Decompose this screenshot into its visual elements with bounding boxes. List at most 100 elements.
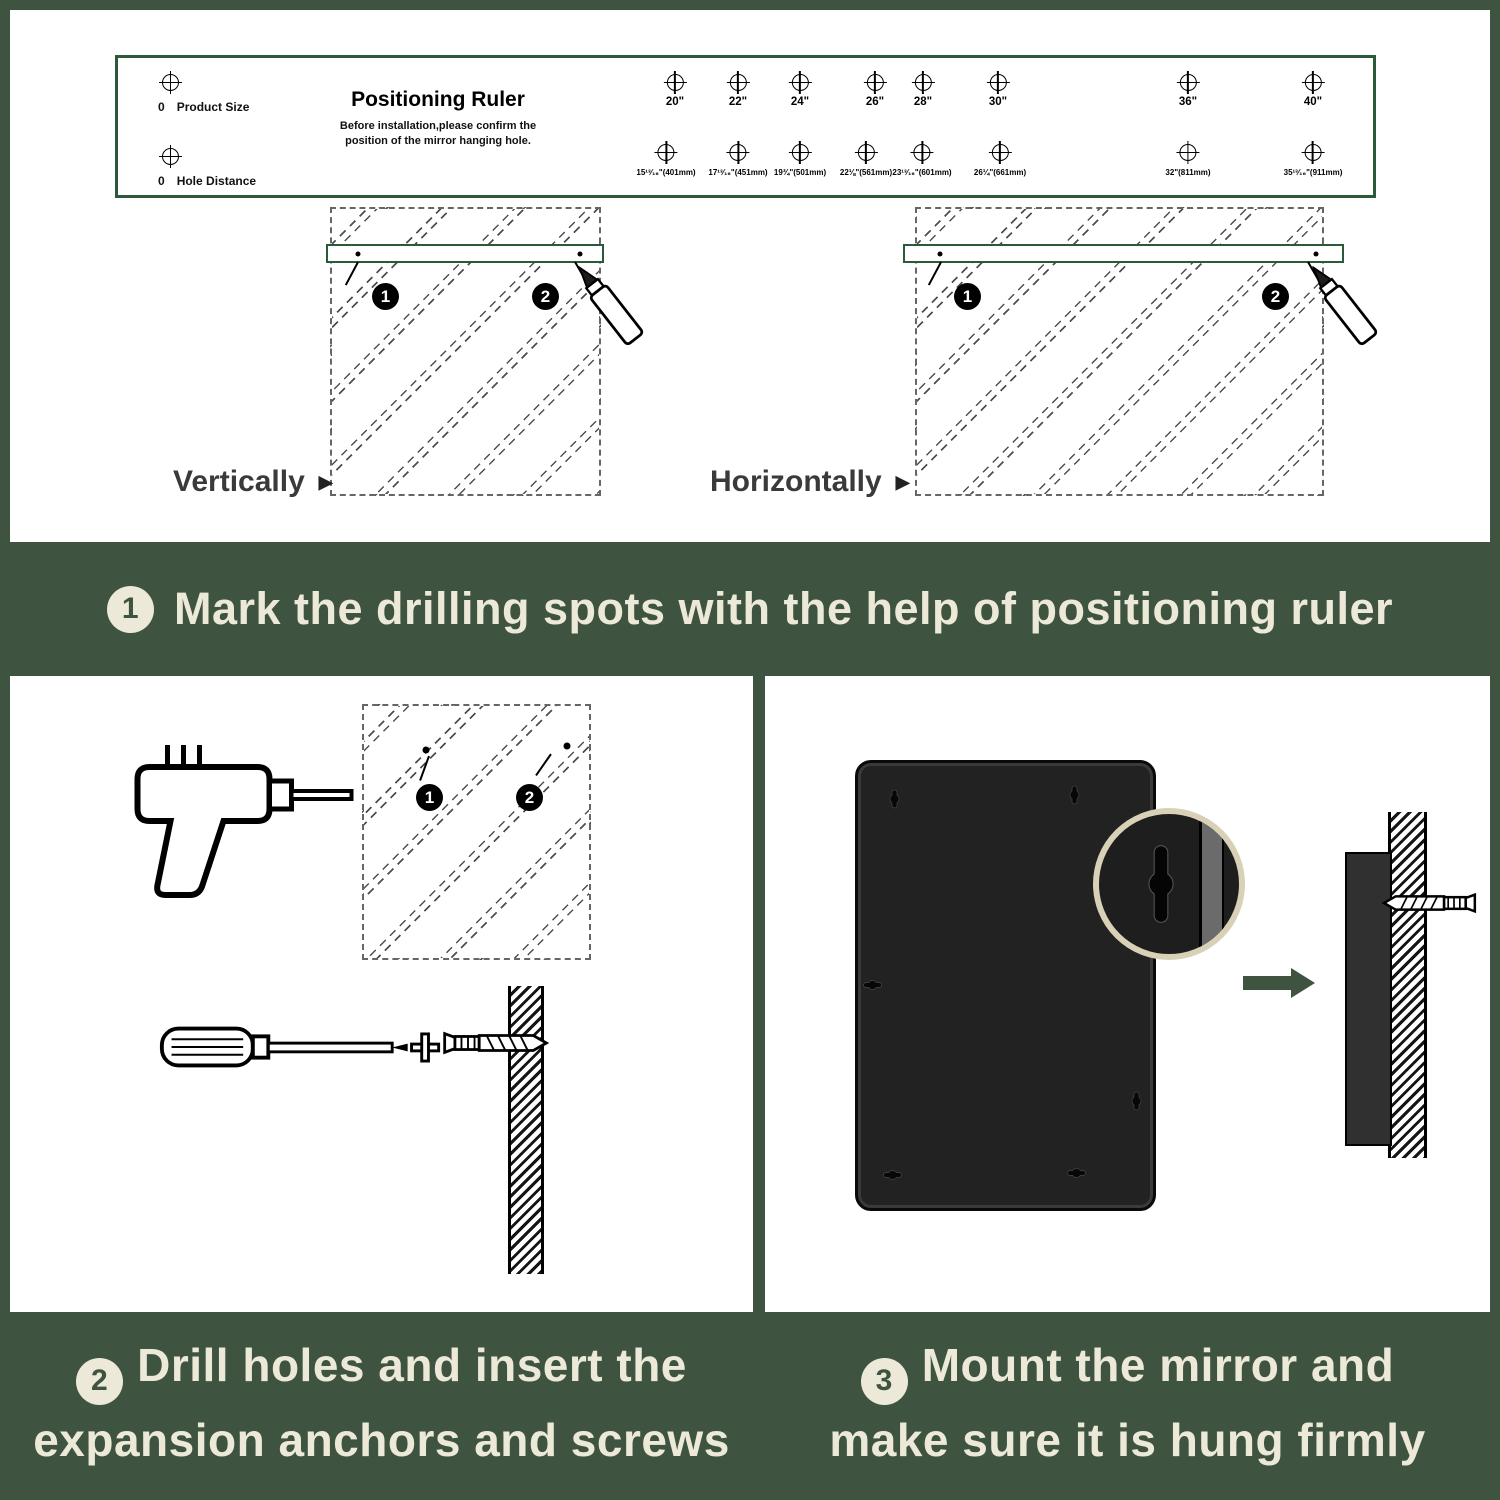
crosshair-icon xyxy=(986,71,1010,94)
keyhole-zoom-icon xyxy=(1143,842,1179,926)
screwdriver-icon xyxy=(158,1016,458,1078)
mount-arrow-icon xyxy=(1243,976,1291,990)
vertical-label-text: Vertically xyxy=(173,465,305,498)
crosshair-icon xyxy=(863,71,887,94)
size-label: 20" xyxy=(665,96,685,108)
zero-mark: 0 xyxy=(158,100,165,114)
size-label: 26" xyxy=(865,96,885,108)
step1-number-badge: 1 xyxy=(106,585,154,633)
distance-mark: 15¹³⁄₁₆"(401mm) xyxy=(636,141,696,177)
ruler-strip-vertical xyxy=(326,244,604,263)
anchor-screw-icon xyxy=(440,1022,552,1064)
crosshair-icon xyxy=(663,71,687,94)
marker-lead xyxy=(535,753,552,776)
drill-spot xyxy=(563,742,571,750)
step3-text-line1: Mount the mirror and xyxy=(921,1339,1395,1391)
crosshair-icon xyxy=(654,141,678,164)
mirror-side-view xyxy=(1345,852,1392,1146)
zero-mark: 0 xyxy=(158,174,165,188)
crosshair-icon xyxy=(911,71,935,94)
step2-number-badge: 2 xyxy=(76,1357,124,1405)
size-mark: 26" xyxy=(863,71,887,108)
distance-mark: 35¹³⁄₁₆"(911mm) xyxy=(1283,141,1343,177)
ruler-title-block: Positioning Ruler Before installation,pl… xyxy=(278,88,598,149)
distance-mark: 22⅛"(561mm) xyxy=(839,141,893,177)
crosshair-icon xyxy=(854,141,878,164)
size-mark: 30" xyxy=(986,71,1010,108)
step2-caption: 2 Drill holes and insert the expansion an… xyxy=(10,1330,753,1475)
size-mark: 40" xyxy=(1301,71,1325,108)
keyhole-icon xyxy=(1130,1091,1143,1111)
crosshair-icon xyxy=(1176,71,1200,94)
marker-2-badge: 2 xyxy=(1262,283,1289,310)
size-mark: 22" xyxy=(726,71,750,108)
size-label: 22" xyxy=(728,96,748,108)
hole-dot xyxy=(355,251,361,256)
mounting-screw-icon xyxy=(1379,884,1479,922)
size-label: 40" xyxy=(1303,96,1323,108)
wall-cross-section xyxy=(1388,812,1427,1158)
drill-spot xyxy=(422,746,430,754)
crosshair-icon xyxy=(726,141,750,164)
step2-line2: expansion anchors and screws xyxy=(33,1413,730,1466)
step2-line1: 2 Drill holes and insert the xyxy=(10,1330,753,1405)
drill-icon xyxy=(125,731,360,911)
crosshair-icon xyxy=(1176,141,1200,164)
size-mark: 28" xyxy=(911,71,935,108)
crosshair-icon xyxy=(1301,71,1325,94)
keyhole-icon xyxy=(888,789,901,809)
distance-mark: 23¹³⁄₁₆"(601mm) xyxy=(892,141,952,177)
size-label: 28" xyxy=(913,96,933,108)
ruler-note-line1: Before installation,please confirm the xyxy=(339,120,537,132)
keyhole-icon xyxy=(883,1169,903,1182)
crosshair-icon xyxy=(788,71,812,94)
step3-caption: 3 Mount the mirror and make sure it is hu… xyxy=(765,1330,1490,1475)
marker-lead xyxy=(419,755,430,781)
distance-label: 35¹³⁄₁₆"(911mm) xyxy=(1283,168,1343,177)
pointer-icon: ▶ xyxy=(318,471,333,492)
keyhole-icon xyxy=(1067,1167,1087,1180)
step2-text-line1: Drill holes and insert the xyxy=(137,1339,687,1391)
distance-label: 23¹³⁄₁₆"(601mm) xyxy=(892,168,952,177)
wall-cross-section xyxy=(508,986,544,1274)
product-size-label: 0 Product Size xyxy=(158,100,249,114)
marker-2-badge: 2 xyxy=(532,283,559,310)
marker-2-badge: 2 xyxy=(516,784,543,811)
step3-line2: make sure it is hung firmly xyxy=(829,1413,1426,1466)
positioning-panel: 0 Product Size 0 Hole Distance Positioni… xyxy=(10,10,1490,542)
hole-dot xyxy=(937,251,943,256)
distance-label: 32"(811mm) xyxy=(1165,168,1211,177)
wall-area-drill: 1 2 xyxy=(362,704,591,960)
crosshair-icon xyxy=(159,71,182,94)
keyhole-icon xyxy=(863,979,883,992)
size-mark: 24" xyxy=(788,71,812,108)
size-mark: 36" xyxy=(1176,71,1200,108)
keyhole-zoom-circle xyxy=(1093,808,1245,960)
crosshair-icon xyxy=(788,141,812,164)
step3-line1: 3 Mount the mirror and xyxy=(765,1330,1490,1405)
distance-label: 15¹³⁄₁₆"(401mm) xyxy=(636,168,696,177)
product-size-text: Product Size xyxy=(176,100,250,114)
hole-distance-label: 0 Hole Distance xyxy=(158,174,256,188)
ruler-strip-horizontal xyxy=(903,244,1344,263)
distance-label: 26¼"(661mm) xyxy=(973,168,1027,177)
distance-mark: 26¼"(661mm) xyxy=(973,141,1027,177)
step3-number-badge: 3 xyxy=(860,1357,908,1405)
positioning-ruler: 0 Product Size 0 Hole Distance Positioni… xyxy=(115,55,1376,198)
mirror-edge-band xyxy=(1199,814,1224,954)
crosshair-icon xyxy=(726,71,750,94)
ruler-note-line2: position of the mirror hanging hole. xyxy=(345,135,531,147)
mirror-back xyxy=(855,760,1156,1211)
horizontal-label: Horizontally ▶ xyxy=(710,465,910,499)
size-label: 36" xyxy=(1178,96,1198,108)
distance-mark: 17¹³⁄₁₆"(451mm) xyxy=(708,141,768,177)
crosshair-icon xyxy=(159,145,182,168)
pointer-icon: ▶ xyxy=(895,471,910,492)
distance-label: 22⅛"(561mm) xyxy=(839,168,893,177)
horizontal-label-text: Horizontally xyxy=(710,465,882,498)
crosshair-icon xyxy=(1301,141,1325,164)
distance-mark: 32"(811mm) xyxy=(1165,141,1211,177)
ruler-title: Positioning Ruler xyxy=(351,88,525,111)
marker-1-badge: 1 xyxy=(954,283,981,310)
